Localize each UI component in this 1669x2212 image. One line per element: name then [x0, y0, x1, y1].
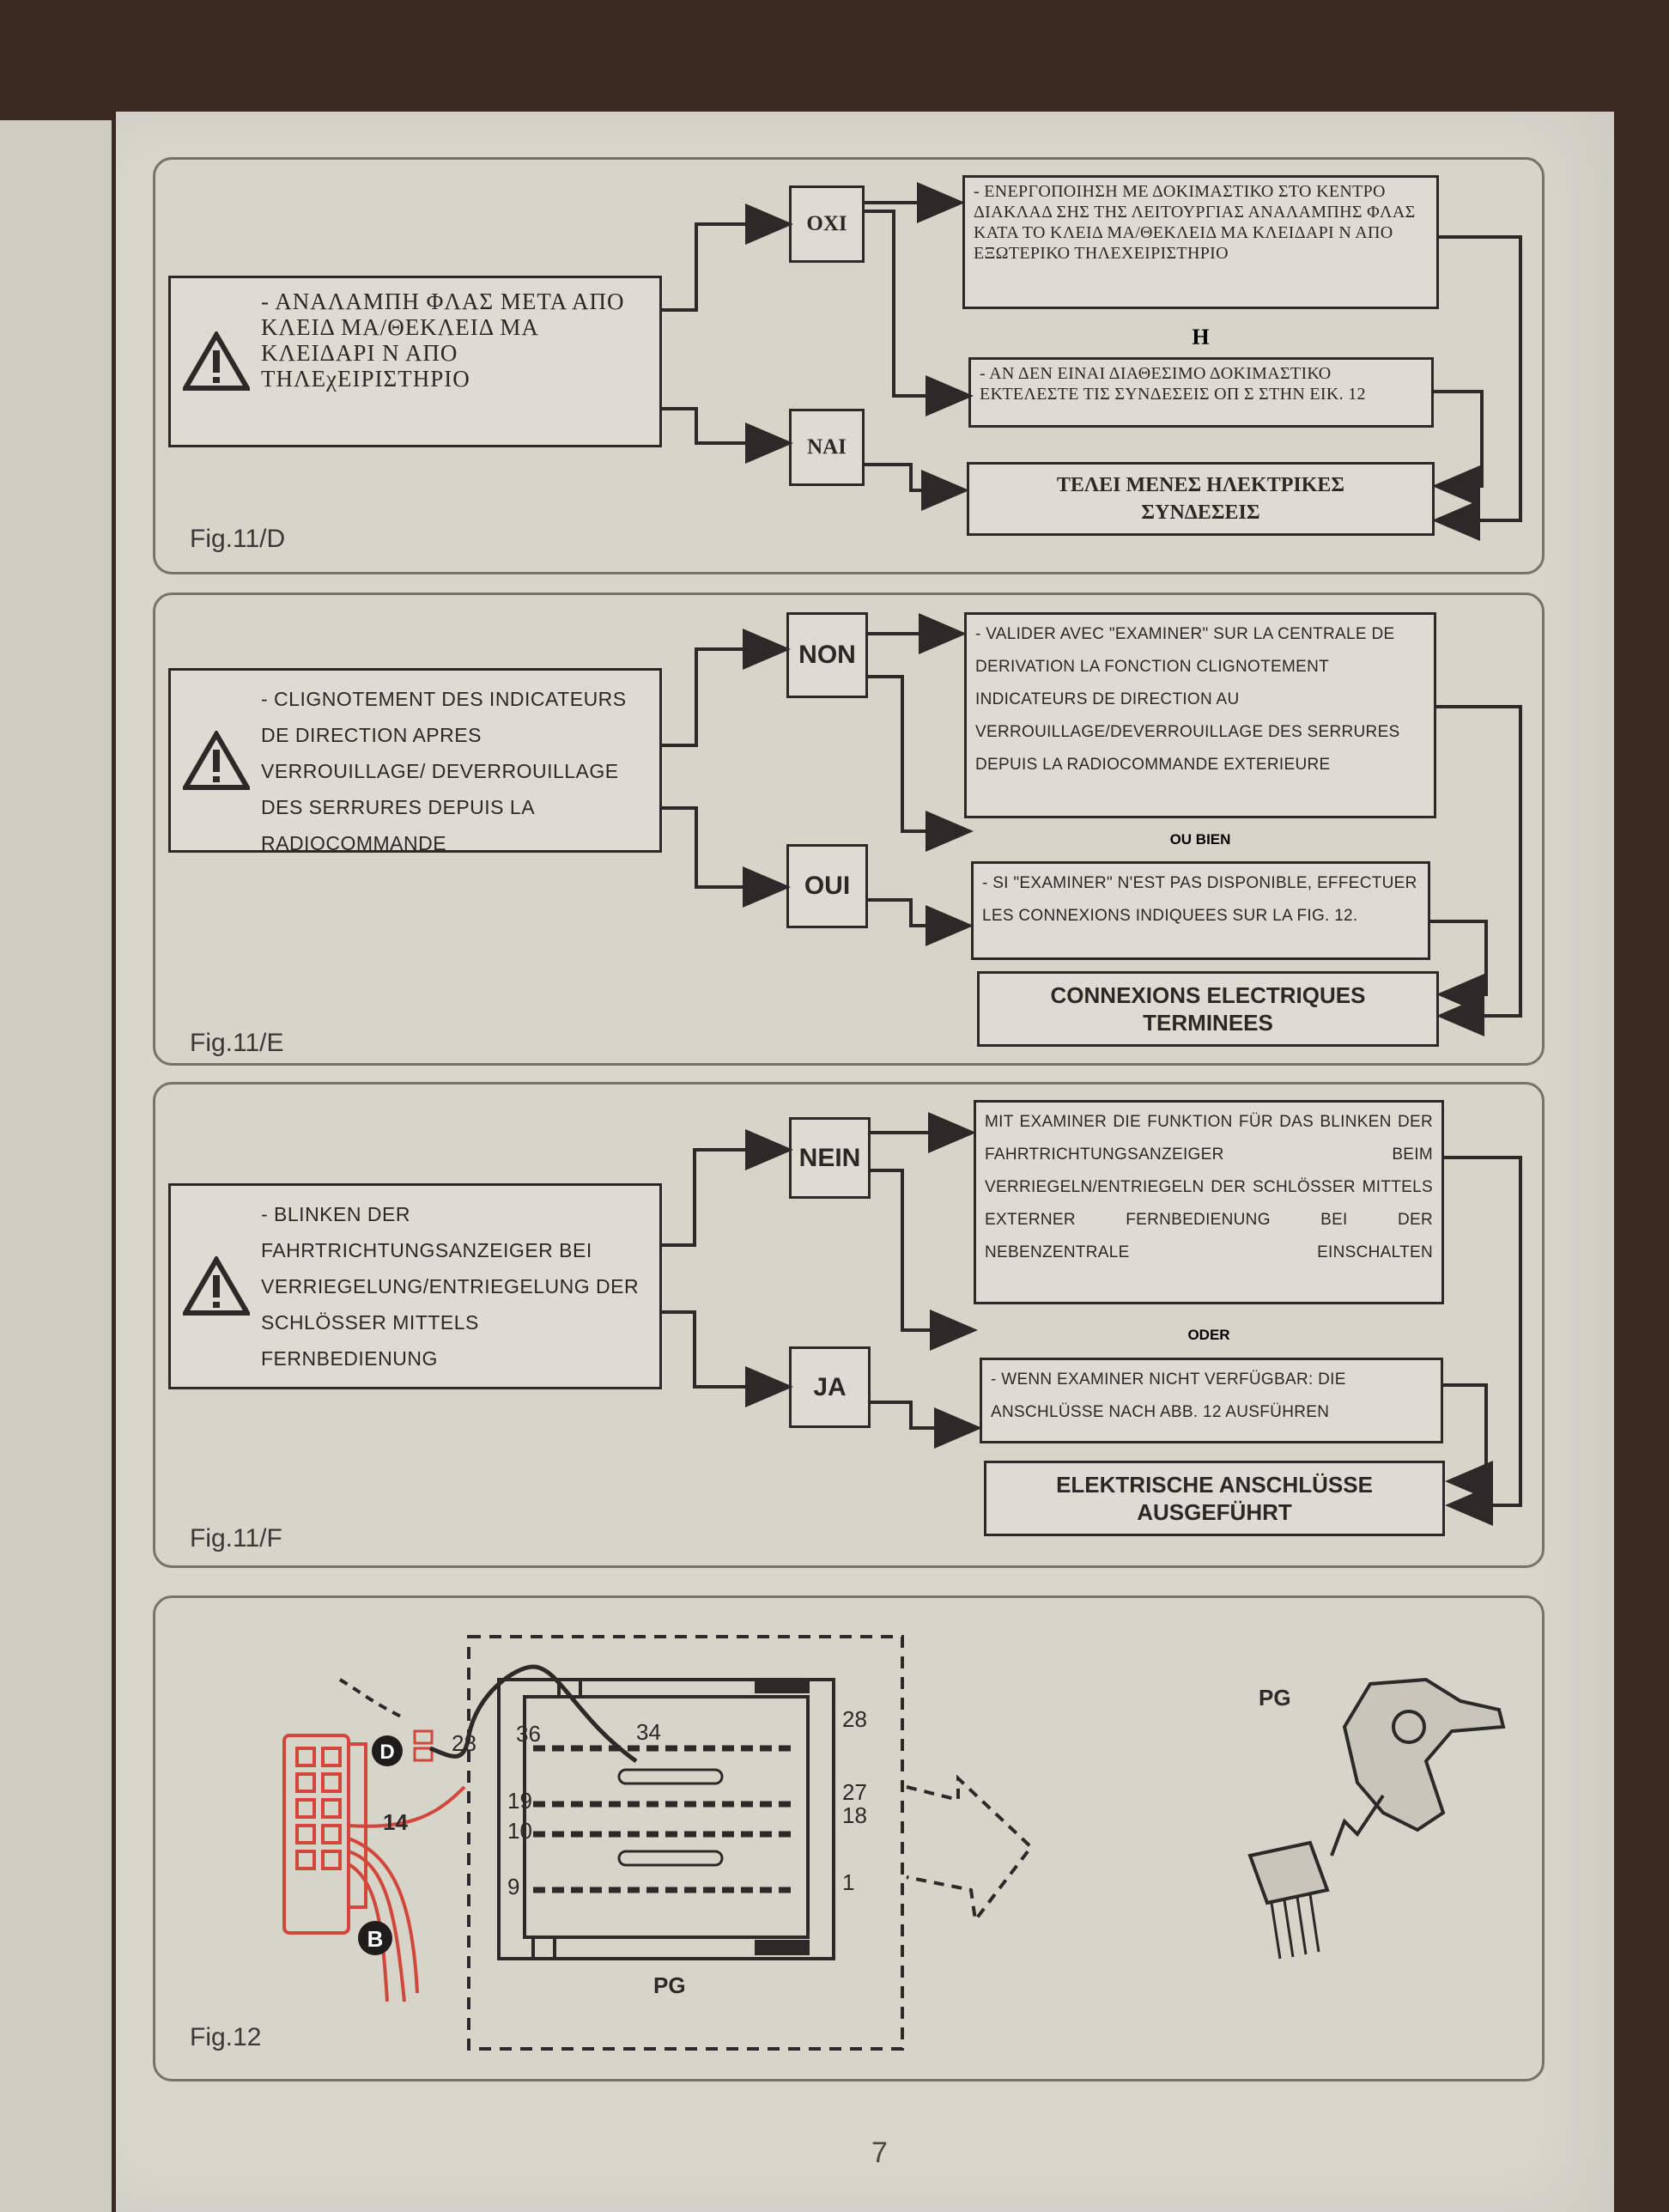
no-action-box: MIT EXAMINER DIE FUNKTION FÜR DAS BLINKE… — [974, 1100, 1444, 1304]
warning-text: - CLIGNOTEMENT DES INDICATEURS DE DIRECT… — [261, 688, 627, 854]
answer-yes-label: ΝΑΙ — [807, 435, 847, 459]
answer-no-label: NON — [798, 641, 856, 669]
figure-11e-panel: - CLIGNOTEMENT DES INDICATEURS DE DIRECT… — [153, 592, 1545, 1066]
pin-9: 9 — [507, 1874, 519, 1899]
warning-triangle-icon — [183, 730, 250, 790]
dashed-lead — [338, 1678, 405, 1720]
pin-18: 18 — [842, 1802, 867, 1828]
keys — [617, 1768, 724, 1867]
no-action-text: - VALIDER AVEC "EXAMINER" SUR LA CENTRAL… — [975, 625, 1400, 774]
figure-label: Fig.11/D — [190, 525, 286, 553]
warning-triangle-icon — [183, 1256, 250, 1316]
no-action-box: - VALIDER AVEC "EXAMINER" SUR LA CENTRAL… — [964, 612, 1436, 818]
wire-14-label: 14 — [383, 1809, 408, 1835]
connector-pg-label: PG — [653, 1972, 686, 1998]
pin-10: 10 — [507, 1818, 532, 1844]
pin-19: 19 — [507, 1788, 532, 1814]
plug-pg-label: PG — [1259, 1685, 1291, 1711]
d-clip — [413, 1729, 434, 1762]
alt-action-text: - WENN EXAMINER NICHT VERFÜGBAR: DIE ANS… — [991, 1370, 1346, 1421]
connector-area-outline — [467, 1635, 904, 2051]
or-separator: ODER — [1187, 1327, 1230, 1343]
flow-arrows — [662, 613, 1522, 1036]
plug-illustration — [1247, 1677, 1506, 1960]
or-separator: Η — [1192, 325, 1210, 349]
figure-12-panel: D B 28 14 36 34 28 27 19 — [153, 1595, 1545, 2081]
warning-box: - ΑΝΑΛΑΜΠΗ ΦΛΑΣ ΜΕΤΑ ΑΠΟ ΚΛΕΙΔ ΜΑ/ΘΕΚΛΕΙ… — [168, 276, 662, 447]
answer-no-label: NEIN — [798, 1143, 861, 1172]
facing-page-edge — [0, 120, 112, 2212]
figure-11d-panel: - ΑΝΑΛΑΜΠΗ ΦΛΑΣ ΜΕΤΑ ΑΠΟ ΚΛΕΙΔ ΜΑ/ΘΕΚΛΕΙ… — [153, 157, 1545, 574]
result-text: ΤΕΛΕΙ ΜΕΝΕΣ ΗΛΕΚΤΡΙΚΕΣ ΣΥΝΔΕΣΕΙΣ — [1056, 474, 1345, 524]
answer-no-box: ΟΧΙ — [789, 185, 865, 263]
marker-b-circle — [358, 1921, 392, 1955]
jumper-wire — [429, 1664, 638, 1764]
warning-box: - BLINKEN DER FAHRTRICHTUNGSANZEIGER BEI… — [168, 1183, 662, 1389]
pin-36: 36 — [516, 1721, 541, 1747]
flow-arrows — [662, 182, 1522, 541]
answer-yes-label: JA — [813, 1372, 847, 1401]
warning-text: - BLINKEN DER FAHRTRICHTUNGSANZEIGER BEI… — [261, 1203, 640, 1370]
result-text-line1: ELEKTRISCHE ANSCHLÜSSE — [1056, 1472, 1373, 1498]
pin-28: 28 — [842, 1706, 867, 1732]
wiring-diagram: D B 28 14 36 34 28 27 19 — [282, 1635, 1506, 2051]
pin-34: 34 — [636, 1719, 661, 1745]
alt-action-box: - WENN EXAMINER NICHT VERFÜGBAR: DIE ANS… — [980, 1358, 1443, 1443]
result-text-line2: TERMINEES — [1143, 1010, 1273, 1036]
answer-yes-label: OUI — [804, 872, 851, 900]
answer-no-box: NEIN — [789, 1117, 871, 1199]
result-box: CONNEXIONS ELECTRIQUES TERMINEES — [977, 971, 1439, 1047]
no-action-text: - ΕΝΕΡΓΟΠΟΙΗΣΗ ΜΕ ΔΟΚΙΜΑΣΤΙΚΟ ΣΤΟ ΚΕΝΤΡΟ… — [974, 182, 1416, 263]
figure-label: Fig.11/F — [190, 1524, 282, 1553]
pin-rows — [533, 1745, 791, 1893]
pin-1: 1 — [842, 1869, 854, 1895]
alt-action-text: - SI "EXAMINER" N'EST PAS DISPONIBLE, EF… — [982, 874, 1417, 925]
zoom-arrow — [906, 1774, 1034, 1925]
flow-arrows — [662, 1112, 1522, 1526]
no-action-text: MIT EXAMINER DIE FUNKTION FÜR DAS BLINKE… — [985, 1113, 1433, 1261]
result-text-line1: CONNEXIONS ELECTRIQUES — [1050, 982, 1366, 1008]
page-number: 7 — [871, 2136, 888, 2169]
marker-d: D — [379, 1741, 394, 1764]
result-box: ELEKTRISCHE ANSCHLÜSSE AUSGEFÜHRT — [984, 1461, 1445, 1536]
harness-connector-b — [282, 1734, 466, 2002]
marker-b: B — [367, 1926, 384, 1952]
alt-action-text: - ΑΝ ΔΕΝ ΕΙΝΑΙ ΔΙΑΘΕΣΙΜΟ ΔΟΚΙΜΑΣΤΙΚΟ ΕΚΤ… — [980, 364, 1366, 404]
pin-27: 27 — [842, 1779, 867, 1805]
warning-box: - CLIGNOTEMENT DES INDICATEURS DE DIRECT… — [168, 668, 662, 854]
connector-pg — [497, 1678, 835, 1960]
answer-yes-box: JA — [789, 1346, 871, 1428]
no-action-box: - ΕΝΕΡΓΟΠΟΙΗΣΗ ΜΕ ΔΟΚΙΜΑΣΤΙΚΟ ΣΤΟ ΚΕΝΤΡΟ… — [962, 175, 1439, 309]
warning-triangle-icon — [183, 331, 250, 391]
marker-d-circle — [372, 1735, 403, 1766]
alt-action-box: - SI "EXAMINER" N'EST PAS DISPONIBLE, EF… — [971, 861, 1430, 960]
alt-action-box: - ΑΝ ΔΕΝ ΕΙΝΑΙ ΔΙΑΘΕΣΙΜΟ ΔΟΚΙΜΑΣΤΙΚΟ ΕΚΤ… — [968, 357, 1434, 428]
answer-no-label: ΟΧΙ — [806, 212, 847, 235]
figure-11f-panel: - BLINKEN DER FAHRTRICHTUNGSANZEIGER BEI… — [153, 1082, 1545, 1568]
figure-label: Fig.11/E — [190, 1029, 284, 1057]
result-text-line2: AUSGEFÜHRT — [1137, 1499, 1292, 1525]
or-separator: OU BIEN — [1169, 831, 1231, 848]
figure-label: Fig.12 — [190, 2023, 262, 2051]
warning-text: - ΑΝΑΛΑΜΠΗ ΦΛΑΣ ΜΕΤΑ ΑΠΟ ΚΛΕΙΔ ΜΑ/ΘΕΚΛΕΙ… — [261, 289, 625, 392]
